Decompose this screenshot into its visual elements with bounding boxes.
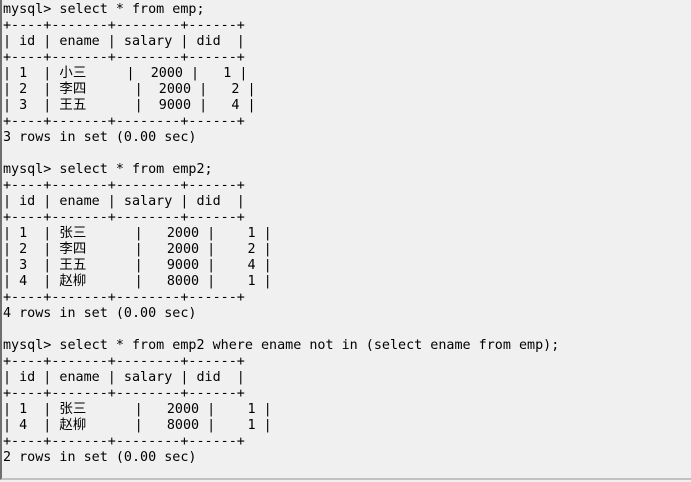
table-header-row: | id | ename | salary | did |: [3, 34, 245, 49]
result-status-line: 4 rows in set (0.00 sec): [3, 306, 197, 321]
table-row: | 3 | 王五 | 9000 | 4 |: [3, 258, 272, 273]
table-bottom-border: +----+-------+--------+------+: [3, 114, 245, 129]
table-bottom-border: +----+-------+--------+------+: [3, 434, 245, 449]
table-divider: +----+-------+--------+------+: [3, 210, 245, 225]
table-divider: +----+-------+--------+------+: [3, 386, 245, 401]
table-row: | 2 | 李四 | 2000 | 2 |: [3, 242, 272, 257]
table-top-border: +----+-------+--------+------+: [3, 178, 245, 193]
table-row: | 4 | 赵柳 | 8000 | 1 |: [3, 274, 272, 289]
blank-line: [3, 146, 691, 162]
mysql-prompt-line: mysql> select * from emp2 where ename no…: [3, 338, 560, 353]
table-header-row: | id | ename | salary | did |: [3, 194, 245, 209]
table-row: | 4 | 赵柳 | 8000 | 1 |: [3, 418, 272, 433]
table-row: | 2 | 李四 | 2000 | 2 |: [3, 82, 256, 97]
table-bottom-border: +----+-------+--------+------+: [3, 290, 245, 305]
table-row: | 1 | 张三 | 2000 | 1 |: [3, 402, 272, 417]
mysql-prompt-line: mysql> select * from emp2;: [3, 162, 213, 177]
mysql-prompt-line: mysql> select * from emp;: [3, 2, 205, 17]
result-status-line: 2 rows in set (0.00 sec): [3, 450, 197, 465]
table-row: | 1 | 小三 | 2000 | 1 |: [3, 66, 248, 81]
result-status-line: 3 rows in set (0.00 sec): [3, 130, 197, 145]
table-row: | 1 | 张三 | 2000 | 1 |: [3, 226, 272, 241]
table-top-border: +----+-------+--------+------+: [3, 18, 245, 33]
table-row: | 3 | 王五 | 9000 | 4 |: [3, 98, 256, 113]
blank-line: [3, 322, 691, 338]
table-top-border: +----+-------+--------+------+: [3, 354, 245, 369]
table-header-row: | id | ename | salary | did |: [3, 370, 245, 385]
table-divider: +----+-------+--------+------+: [3, 50, 245, 65]
